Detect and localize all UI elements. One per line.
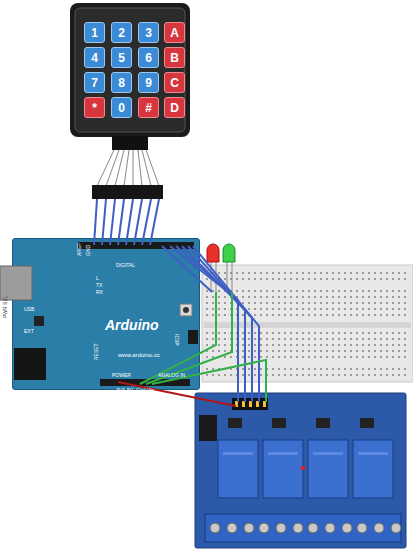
keypad-key: A [164,22,185,43]
key-label: 7 [91,76,98,90]
key-label: A [170,26,179,40]
keypad-key: * [84,97,105,118]
key-label: 8 [118,76,125,90]
keypad-key: 1 [84,22,105,43]
keypad-key: 6 [138,47,159,68]
keypad-key: B [164,47,185,68]
pin-label: GND [85,245,91,256]
keypad-key: D [164,97,185,118]
key-label: B [170,51,179,65]
pin-label: EXT [24,328,34,334]
key-label: 2 [118,26,125,40]
pin-label: 5V [127,387,133,393]
pin-label: POWER [112,372,131,378]
keypad-key: 2 [111,22,132,43]
key-label: 3 [145,26,152,40]
key-label: 0 [118,101,125,115]
pin-label: RX [96,289,103,295]
key-label: * [92,101,97,115]
pin-label: USB [24,306,34,312]
keypad-key: 5 [111,47,132,68]
keypad-key: # [138,97,159,118]
pin-label: AREF [76,243,82,256]
key-label: # [145,101,152,115]
pin-label: ICSP [174,334,180,346]
keypad-key: 3 [138,22,159,43]
pin-label: L [96,275,99,281]
key-label: 5 [118,51,125,65]
key-label: D [170,101,179,115]
pin-label: Gnd [136,387,145,393]
key-label: 9 [145,76,152,90]
pin-label: 3V3 [116,387,125,393]
pin-label: DIGITAL [116,262,135,268]
pin-label: PWR SEL [2,295,8,318]
pin-label: ANALOG IN [158,372,185,378]
key-label: 1 [91,26,98,40]
key-label: C [170,76,179,90]
key-label: 4 [91,51,98,65]
pin-label: Vin [147,387,154,393]
keypad-key: 0 [111,97,132,118]
key-label: 6 [145,51,152,65]
keypad-key: 9 [138,72,159,93]
keypad-key: 4 [84,47,105,68]
pin-label: www.arduino.cc [118,352,160,358]
pin-label: RESET [93,343,99,360]
keypad-key: C [164,72,185,93]
keypad-key: 7 [84,72,105,93]
board-name: Arduino [105,317,159,333]
pin-label: TX [96,282,102,288]
keypad-key: 8 [111,72,132,93]
